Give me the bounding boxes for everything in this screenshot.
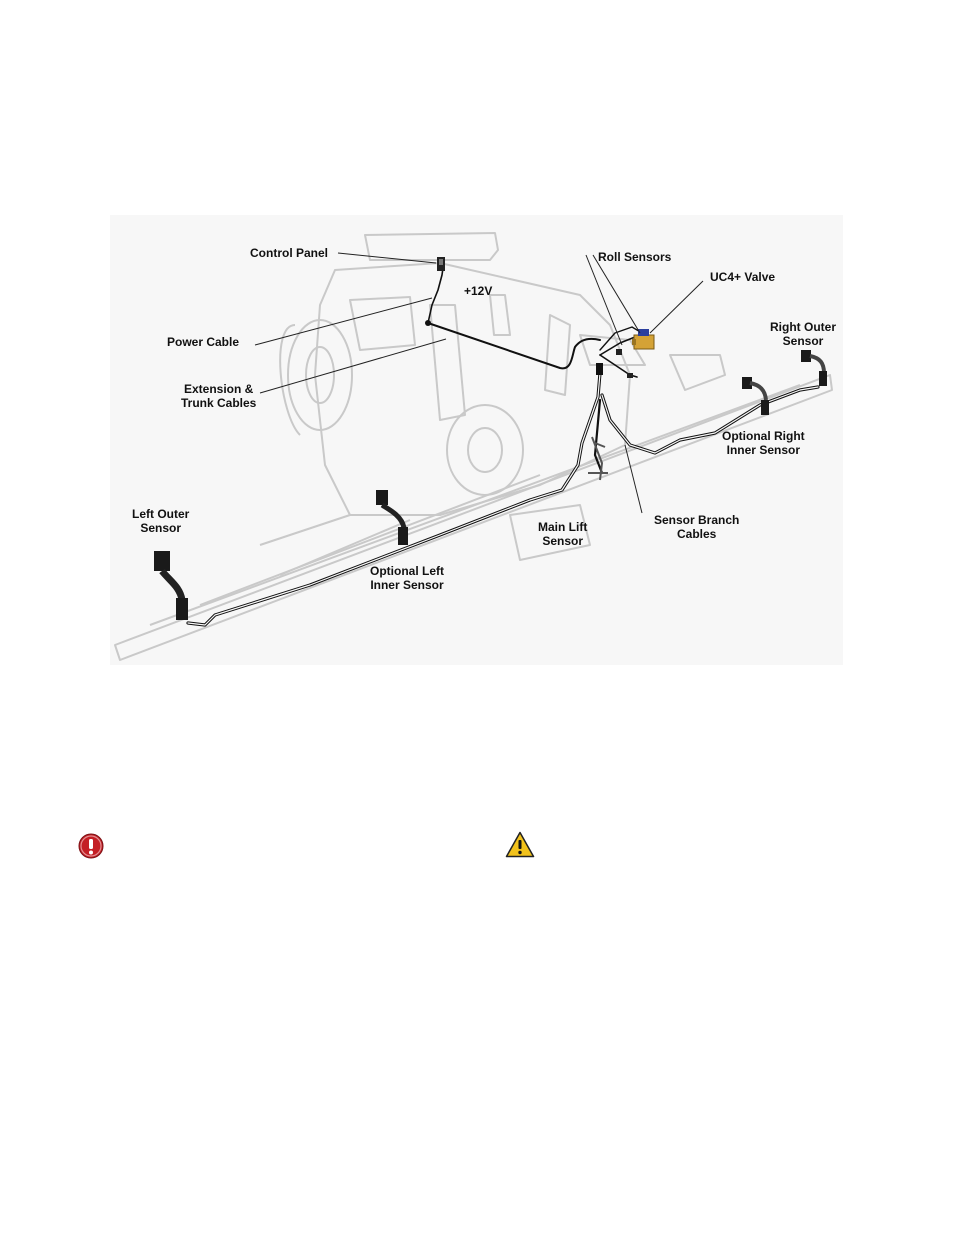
label-plus-12v: +12V (464, 284, 492, 298)
label-roll-sensors: Roll Sensors (598, 250, 671, 264)
label-left-outer-sensor: Left Outer Sensor (132, 507, 189, 535)
label-optional-left-inner-sensor: Optional Left Inner Sensor (370, 564, 444, 592)
warning-triangle-icon (505, 831, 535, 858)
label-main-lift-sensor: Main Lift Sensor (538, 520, 587, 548)
exclamation-circle-icon (78, 833, 104, 859)
label-right-outer-sensor: Right Outer Sensor (770, 320, 836, 348)
label-uc4-valve: UC4+ Valve (710, 270, 775, 284)
label-optional-right-inner-sensor: Optional Right Inner Sensor (722, 429, 805, 457)
control-panel-unit (437, 257, 445, 271)
left-outer-sensor-unit (154, 551, 188, 620)
label-extension-trunk-cables: Extension & Trunk Cables (181, 382, 256, 410)
label-control-panel: Control Panel (250, 246, 328, 260)
power-connector (425, 320, 431, 326)
wiring-diagram: Control Panel +12V Power Cable Extension… (110, 215, 843, 665)
label-power-cable: Power Cable (167, 335, 239, 349)
label-sensor-branch-cables: Sensor Branch Cables (654, 513, 739, 541)
